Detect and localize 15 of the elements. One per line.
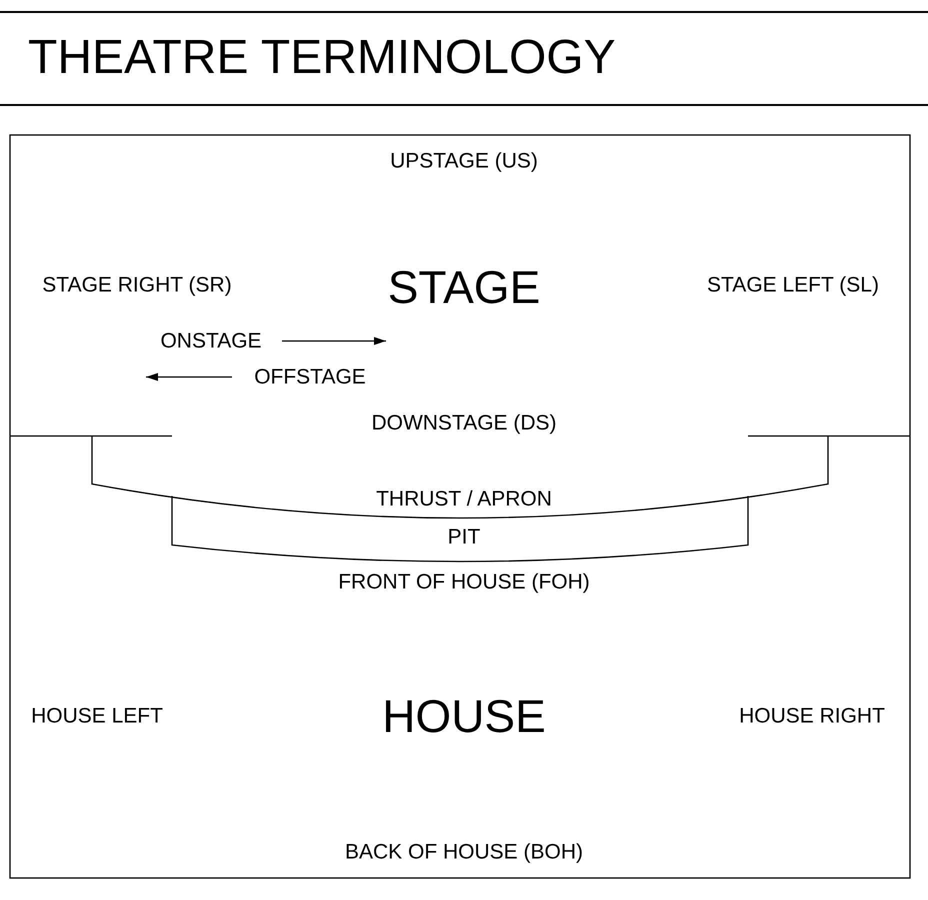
area-label: HOUSE RIGHT [739,706,885,726]
area-label: FRONT OF HOUSE (FOH) [338,572,590,592]
area-label: THRUST / APRON [376,488,552,510]
area-label: STAGE LEFT (SL) [707,274,879,296]
area-heading: HOUSE [382,693,546,739]
area-label: UPSTAGE (US) [390,150,538,172]
area-label: BACK OF HOUSE (BOH) [344,842,584,862]
area-heading: STAGE [388,264,540,310]
area-label: STAGE RIGHT (SR) [42,274,232,296]
area-label: ONSTAGE [160,330,262,352]
title: THEATRE TERMINOLOGY [28,34,616,82]
area-label: DOWNSTAGE (DS) [371,412,557,434]
area-label: PIT [448,526,480,548]
area-label: HOUSE LEFT [31,706,163,726]
area-label: OFFSTAGE [254,366,366,388]
